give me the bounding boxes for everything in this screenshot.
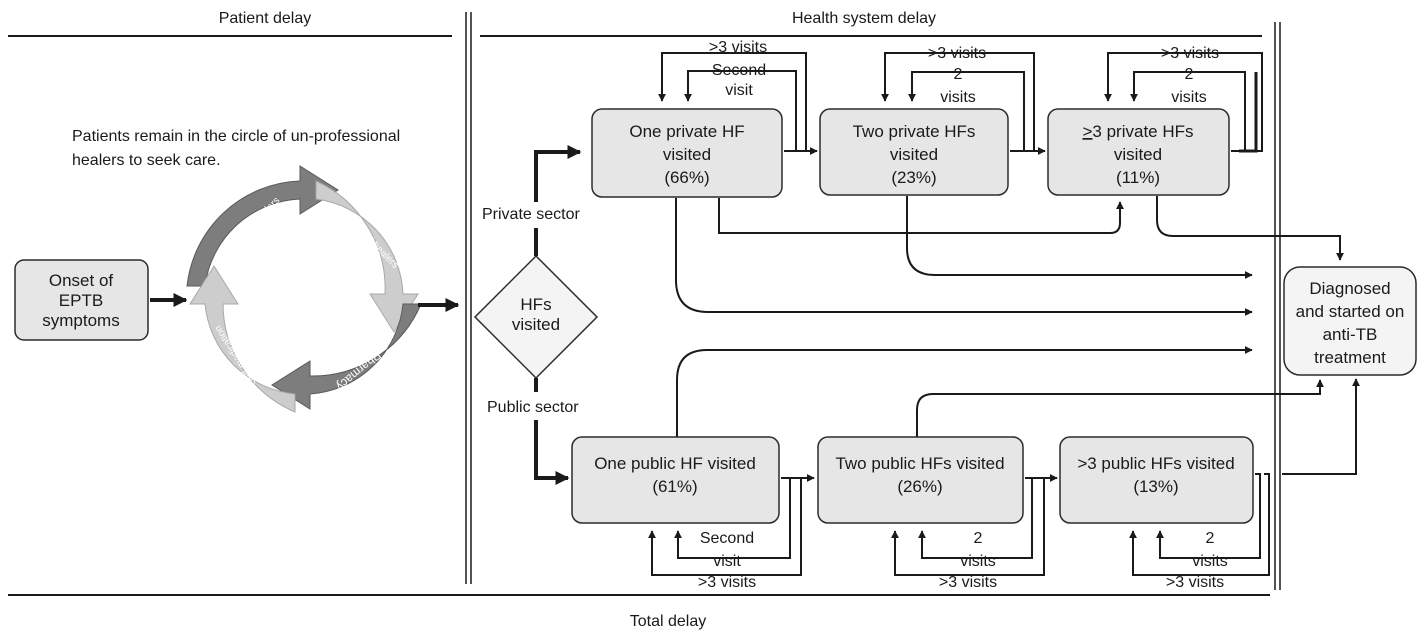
- public-hf2-pct: (26%): [897, 477, 942, 496]
- public-hf3-visit-loops: 2 visits >3 visits: [1129, 473, 1270, 591]
- public-sector-label: Public sector: [487, 399, 579, 416]
- public-hf3-line1: >3 public HFs visited: [1077, 454, 1234, 473]
- private-hf3-two-l2: visits: [1171, 89, 1207, 106]
- flow-private-hf2-to-outcome: [906, 196, 1253, 279]
- public-hf2-line1: Two public HFs visited: [835, 454, 1004, 473]
- private-hf2-two-l1: 2: [954, 66, 963, 83]
- private-hf2-line2: visited: [890, 145, 938, 164]
- public-hf2-two-l2: visits: [960, 553, 996, 570]
- flow-private-hf1-to-outcome: [675, 198, 1253, 316]
- private-hf3-visit-loops: >3 visits 2 visits: [1104, 45, 1263, 153]
- public-hf1-visit-loops: Second visit >3 visits: [648, 474, 815, 591]
- private-hf2-box: [819, 108, 1009, 196]
- cycle-arrow-pharmacy: [271, 303, 422, 410]
- private-hf1-second-l2: visit: [725, 82, 753, 99]
- private-hf3-box: [1047, 108, 1230, 196]
- cycle-arrow-self-medication: [189, 265, 296, 413]
- cycle-label-traditional: Traditional healers: [335, 205, 401, 271]
- patient-note-line2: healers to seek care.: [72, 152, 221, 169]
- health-system-delay-header: Health system delay: [792, 10, 936, 27]
- public-hf1-more3-label: >3 visits: [698, 574, 756, 591]
- onset-line1: Onset of: [49, 271, 114, 290]
- patient-note-line1: Patients remain in the circle of un-prof…: [72, 128, 400, 145]
- public-hf2-visit-loops: 2 visits >3 visits: [891, 474, 1058, 591]
- public-hf3-box: [1059, 436, 1254, 524]
- arrow-to-private: [534, 145, 582, 202]
- private-hf3-line2: visited: [1114, 145, 1162, 164]
- private-hf1-more3-label: >3 visits: [709, 39, 767, 56]
- patient-delay-header: Patient delay: [219, 10, 312, 27]
- cycle-label-self-medication: Self-medication: [213, 323, 259, 387]
- private-hf2-two-l2: visits: [940, 89, 976, 106]
- private-hf2-pct: (23%): [891, 168, 936, 187]
- public-hf1-pct: (61%): [652, 477, 697, 496]
- private-hf3-prefix: >: [1082, 122, 1092, 141]
- flow-private-hf1-to-hf3: [718, 198, 1124, 234]
- private-hf1-second-l1: Second: [712, 62, 766, 79]
- flow-public-hf1-to-outcome: [676, 346, 1253, 437]
- private-hf1-line2: visited: [663, 145, 711, 164]
- flow-public-hf3-to-outcome: [1282, 378, 1360, 475]
- cycle-label-pharmacy: Pharmacy: [333, 348, 383, 393]
- private-hf1-visit-loops: >3 visits Second visit: [658, 39, 818, 155]
- private-hf3-line1: >3 private HFs: [1082, 122, 1193, 141]
- public-hf1-second-l2: visit: [713, 553, 741, 570]
- outcome-line3: anti-TB: [1323, 325, 1378, 344]
- arrow-to-public: [534, 420, 570, 485]
- private-hf3-pct: (11%): [1116, 168, 1160, 187]
- onset-box: [14, 259, 149, 341]
- outcome-line4: treatment: [1314, 348, 1386, 367]
- public-hf2-more3-label: >3 visits: [939, 574, 997, 591]
- private-sector-label: Private sector: [482, 206, 580, 223]
- private-hf3-title: 3 private HFs: [1092, 122, 1193, 141]
- public-hf2-box: [817, 436, 1024, 524]
- onset-line2: EPTB: [59, 291, 103, 310]
- private-hf1-pct: (66%): [664, 168, 709, 187]
- outcome-box: [1283, 266, 1417, 376]
- separator-left: [465, 12, 472, 584]
- public-hf1-box: [571, 436, 780, 524]
- healer-cycle: Religious healers Traditional healers Ph…: [186, 165, 422, 413]
- private-hf3-two-l1: 2: [1185, 66, 1194, 83]
- outcome-line2: and started on: [1296, 302, 1405, 321]
- separator-right: [1274, 22, 1281, 590]
- public-hf2-two-l1: 2: [974, 530, 983, 547]
- outcome-line1: Diagnosed: [1309, 279, 1390, 298]
- diamond-line2: visited: [512, 315, 560, 334]
- private-hf2-visit-loops: >3 visits 2 visits: [881, 45, 1046, 155]
- public-hf3-two-l1: 2: [1206, 530, 1215, 547]
- flow-public-hf2-to-outcome: [916, 379, 1324, 437]
- total-delay-label: Total delay: [630, 613, 707, 630]
- cycle-arrow-traditional: [315, 180, 419, 333]
- private-hf2-line1: Two private HFs: [853, 122, 976, 141]
- private-hf3-more3-label: >3 visits: [1161, 45, 1219, 62]
- public-hf3-more3-label: >3 visits: [1166, 574, 1224, 591]
- public-hf1-second-l1: Second: [700, 530, 754, 547]
- public-hf3-pct: (13%): [1133, 477, 1178, 496]
- diamond-line1: HFs: [520, 295, 551, 314]
- private-hf2-more3-label: >3 visits: [928, 45, 986, 62]
- flow-private-hf3-to-outcome: [1156, 196, 1344, 261]
- private-hf1-line1: One private HF: [629, 122, 744, 141]
- public-hf3-two-l2: visits: [1192, 553, 1228, 570]
- public-hf1-line1: One public HF visited: [594, 454, 756, 473]
- onset-line3: symptoms: [42, 311, 119, 330]
- cycle-arrow-religious: [186, 165, 339, 287]
- private-hf1-box: [591, 108, 783, 198]
